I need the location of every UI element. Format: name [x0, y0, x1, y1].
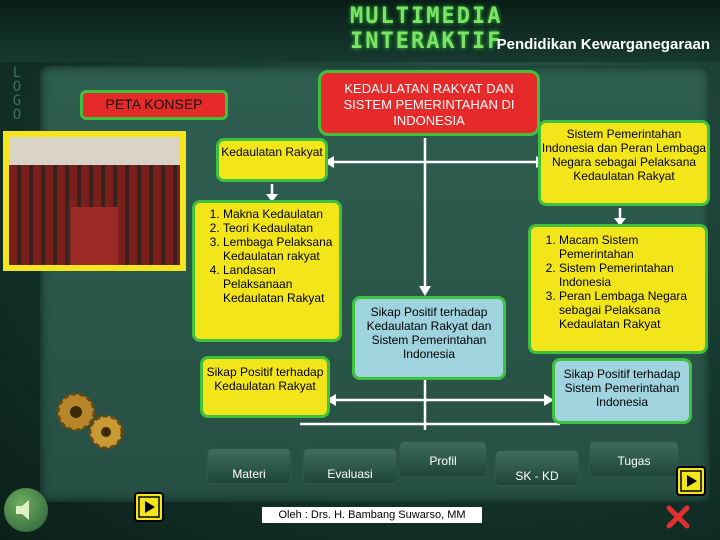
- play-left-button[interactable]: [134, 492, 164, 522]
- materi-button[interactable]: Materi: [206, 447, 292, 485]
- close-icon: [664, 503, 692, 531]
- sikap-positif-sistem-box: Sikap Positif terhadap Sistem Pemerintah…: [552, 358, 692, 424]
- right-topic-list: Macam Sistem Pemerintahan Sistem Pemerin…: [528, 224, 708, 354]
- list-item: Teori Kedaulatan: [223, 221, 335, 235]
- parliament-photo: [3, 131, 186, 271]
- tugas-button[interactable]: Tugas: [588, 440, 680, 478]
- play-icon: [678, 468, 704, 494]
- peta-konsep-label: PETA KONSEP: [80, 90, 228, 120]
- play-right-button[interactable]: [676, 466, 706, 496]
- sound-button[interactable]: [4, 488, 48, 532]
- sk-kd-button[interactable]: SK - KD: [494, 449, 580, 487]
- kedaulatan-rakyat-box: Kedaulatan Rakyat: [216, 138, 328, 182]
- author-credit: Oleh : Drs. H. Bambang Suwarso, MM: [262, 507, 482, 523]
- sikap-positif-gabungan-box: Sikap Positif terhadap Kedaulatan Rakyat…: [352, 296, 506, 380]
- evaluasi-button[interactable]: Evaluasi: [302, 447, 398, 485]
- list-item: Lembaga Pelaksana Kedaulatan rakyat: [223, 235, 335, 263]
- list-item: Sistem Pemerintahan Indonesia: [559, 261, 701, 289]
- play-icon: [136, 494, 162, 520]
- close-button[interactable]: [664, 503, 692, 531]
- parliament-image: [9, 137, 180, 265]
- speaker-icon: [4, 488, 48, 532]
- left-topic-list: Makna Kedaulatan Teori Kedaulatan Lembag…: [192, 200, 342, 342]
- list-item: Peran Lembaga Negara sebagai Pelaksana K…: [559, 289, 701, 331]
- sistem-pemerintahan-box: Sistem Pemerintahan Indonesia dan Peran …: [538, 120, 710, 206]
- list-item: Landasan Pelaksanaan Kedaulatan Rakyat: [223, 263, 335, 305]
- gears-icon: [48, 388, 138, 454]
- profil-button[interactable]: Profil: [398, 440, 488, 478]
- sikap-positif-kedaulatan-box: Sikap Positif terhadap Kedaulatan Rakyat: [200, 356, 330, 418]
- list-item: Makna Kedaulatan: [223, 207, 335, 221]
- list-item: Macam Sistem Pemerintahan: [559, 233, 701, 261]
- main-topic-box: KEDAULATAN RAKYAT DAN SISTEM PEMERINTAHA…: [318, 70, 540, 136]
